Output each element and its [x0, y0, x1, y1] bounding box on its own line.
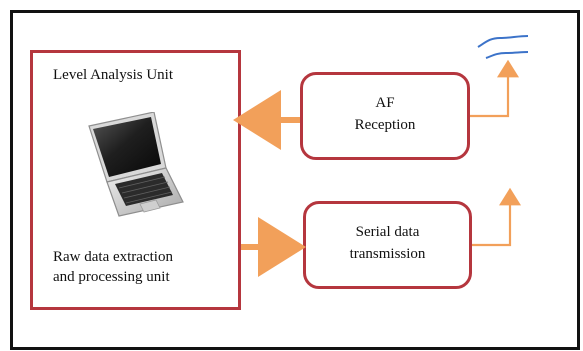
laptop-icon	[88, 112, 184, 217]
serial-data-transmission-line2: transmission	[349, 246, 426, 262]
level-analysis-unit-title: Level Analysis Unit	[53, 67, 173, 83]
serial-data-transmission-box: Serial data transmission	[303, 201, 472, 289]
raw-data-extraction-label: Raw data extraction	[53, 249, 173, 265]
af-reception-box: AF Reception	[300, 72, 470, 160]
processing-unit-label: and processing unit	[53, 269, 170, 285]
af-reception-line2: Reception	[354, 117, 416, 133]
af-reception-line1: AF	[375, 95, 395, 111]
serial-data-transmission-line1: Serial data	[355, 224, 420, 240]
